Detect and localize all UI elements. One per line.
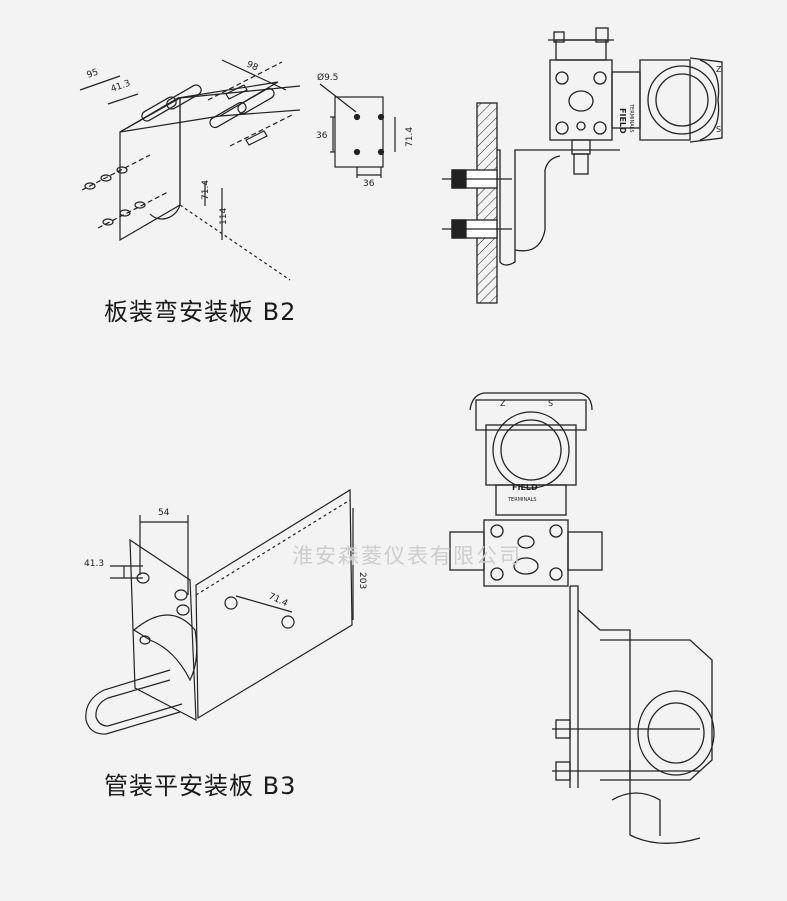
b2-terminals-label: TERMINALS: [628, 103, 634, 133]
b3-field-label: FIELD: [512, 483, 538, 492]
b2-dim-98: 98: [245, 60, 260, 74]
caption-b2: 板装弯安装板 B2: [104, 298, 297, 326]
b3-dim-203: 203: [357, 572, 367, 589]
watermark: 淮安森菱仪表有限公司: [292, 544, 522, 568]
b2-field-label: FIELD: [618, 108, 627, 134]
b3-s-label: S: [548, 399, 553, 408]
b2-dim-114: 114: [219, 208, 229, 225]
b2-dim-71-4: 71.4: [201, 180, 211, 200]
b2-dim-36-horizontal: 36: [363, 179, 375, 189]
b3-z-label: Z: [500, 399, 506, 408]
b2-s-label: S: [716, 125, 721, 134]
b3-dim-54: 54: [158, 508, 170, 518]
b2-dim-41-3: 41.3: [110, 79, 132, 95]
b3-dim-71-4: 71.4: [267, 592, 290, 610]
b2-z-label: Z: [716, 65, 722, 74]
b3-transmitter-drawing: [449, 392, 715, 844]
b2-plate-drawing: [319, 83, 396, 178]
b2-dim-36-vertical: 36: [316, 131, 328, 141]
b2-bracket-drawing: [79, 59, 301, 281]
b3-terminals-label: TERMINALS: [507, 497, 537, 503]
b3-dim-41-3: 41.3: [84, 559, 104, 569]
b2-dim-95: 95: [86, 68, 100, 81]
b2-transmitter-drawing: [442, 27, 723, 304]
b2-dim-71-4-vertical: 71.4: [405, 127, 415, 147]
b3-bracket-drawing: [85, 488, 354, 735]
caption-b3: 管装平安装板 B3: [104, 772, 297, 800]
b2-dim-dia-9-5: Ø9.5: [317, 72, 338, 83]
